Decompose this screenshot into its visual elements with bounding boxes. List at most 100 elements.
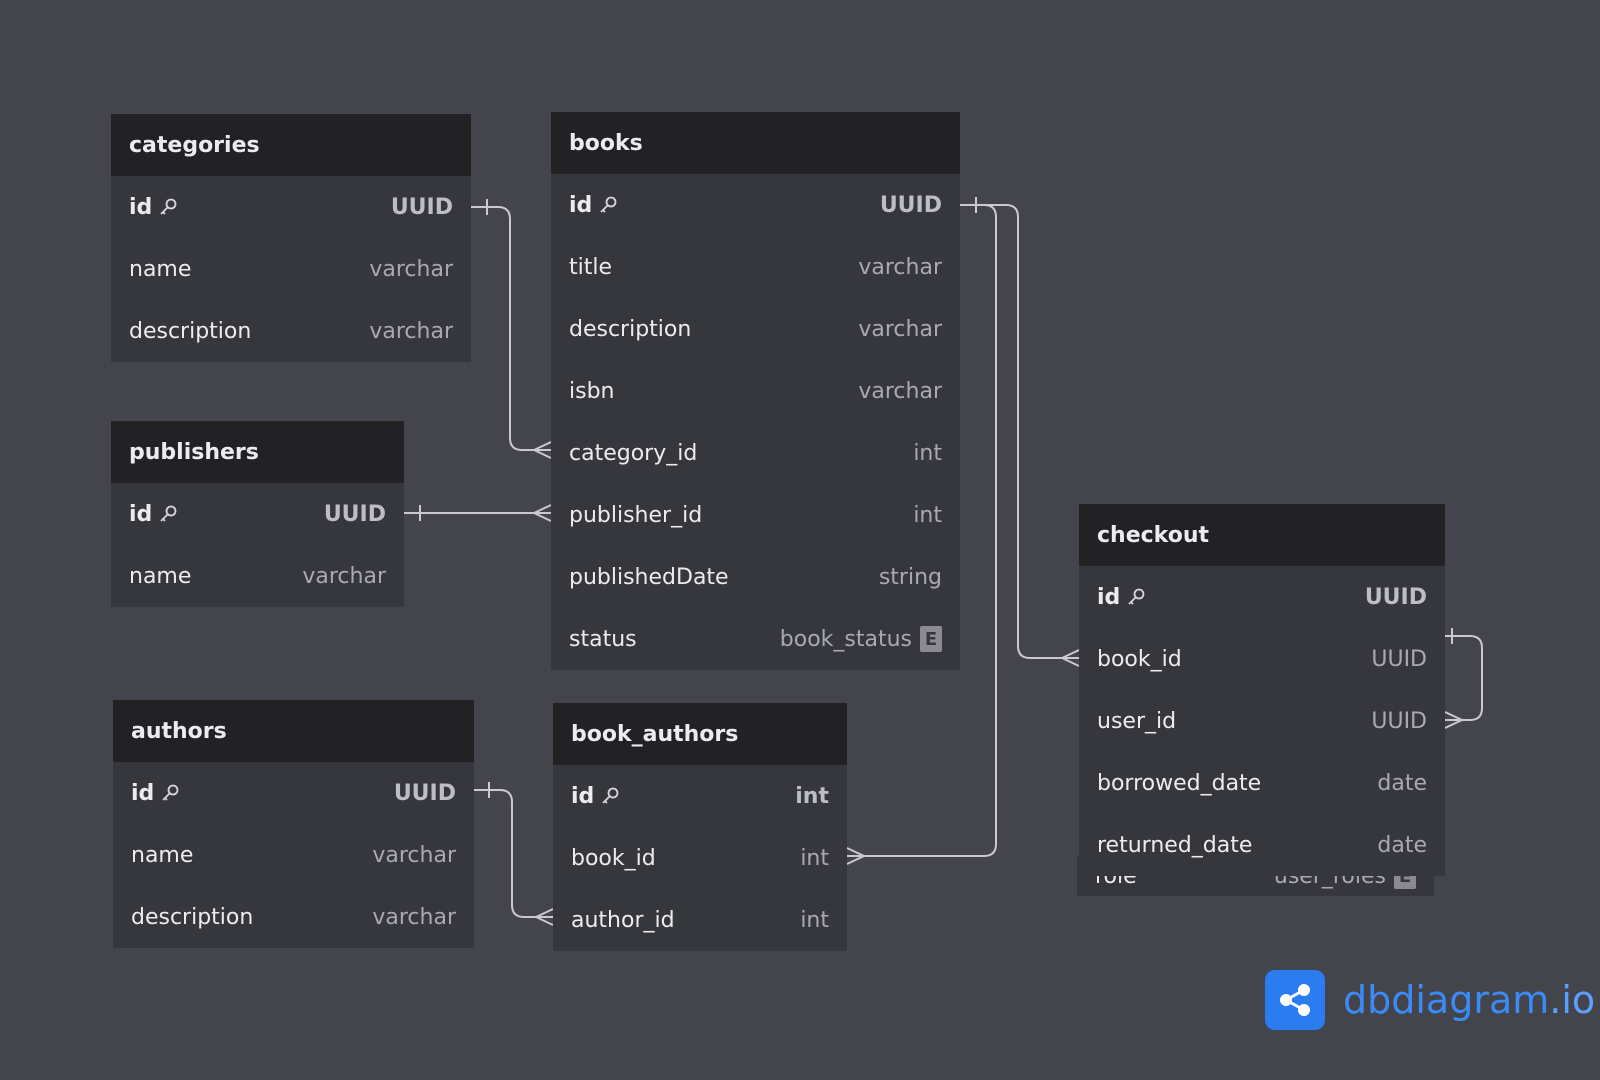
column-type-text: int bbox=[795, 783, 829, 809]
column-type-text: int bbox=[913, 502, 942, 528]
column-row-name[interactable]: name varchar bbox=[111, 238, 471, 300]
column-row-name[interactable]: name varchar bbox=[113, 824, 474, 886]
column-name: id bbox=[131, 781, 180, 806]
column-type-text: varchar bbox=[369, 318, 453, 344]
column-type: date bbox=[1377, 771, 1427, 796]
column-row-book-id[interactable]: book_id UUID bbox=[1079, 628, 1445, 690]
column-type: varchar bbox=[372, 905, 456, 930]
column-type-text: book_status bbox=[779, 626, 912, 652]
column-type-text: UUID bbox=[1371, 646, 1427, 672]
column-type: varchar bbox=[372, 843, 456, 868]
column-type-text: varchar bbox=[369, 256, 453, 282]
column-name: category_id bbox=[569, 441, 697, 466]
column-name: id bbox=[129, 502, 178, 527]
column-type: UUID bbox=[324, 502, 386, 527]
brand-name-suffix: .io bbox=[1549, 978, 1596, 1022]
column-name: description bbox=[131, 905, 253, 930]
link-checkout-users bbox=[1445, 635, 1483, 721]
many-marker bbox=[1444, 711, 1465, 729]
column-type: varchar bbox=[369, 257, 453, 282]
column-name: isbn bbox=[569, 379, 614, 404]
share-icon bbox=[1265, 970, 1325, 1030]
brand-logo[interactable]: dbdiagram.io bbox=[1265, 970, 1595, 1030]
column-row-id[interactable]: id UUID bbox=[111, 176, 471, 238]
column-name: book_id bbox=[1097, 647, 1182, 672]
brand-name-main: dbdiagram bbox=[1343, 978, 1550, 1022]
column-type: varchar bbox=[302, 564, 386, 589]
column-row-id[interactable]: id UUID bbox=[551, 174, 960, 236]
table-authors[interactable]: authors id UUID name varchar description varch… bbox=[113, 700, 474, 948]
column-name: id bbox=[1097, 585, 1146, 610]
column-row-description[interactable]: description varchar bbox=[111, 300, 471, 362]
column-name-text: returned_date bbox=[1097, 832, 1253, 858]
column-name-text: id bbox=[129, 194, 153, 220]
column-name: id bbox=[571, 784, 620, 809]
column-type-text: UUID bbox=[393, 780, 456, 806]
column-type-text: int bbox=[800, 907, 829, 933]
column-row-author-id[interactable]: author_id int bbox=[553, 889, 847, 951]
table-header[interactable]: publishers bbox=[111, 421, 404, 483]
table-header[interactable]: checkout bbox=[1079, 504, 1445, 566]
column-row-id[interactable]: id int bbox=[553, 765, 847, 827]
column-row-id[interactable]: id UUID bbox=[111, 483, 404, 545]
primary-key-icon bbox=[598, 195, 618, 215]
column-row-borrowed-date[interactable]: borrowed_date date bbox=[1079, 752, 1445, 814]
column-row-description[interactable]: description varchar bbox=[113, 886, 474, 948]
column-row-id[interactable]: id UUID bbox=[1079, 566, 1445, 628]
column-name-text: name bbox=[131, 842, 194, 868]
column-type: int bbox=[913, 441, 942, 466]
link-books-checkout bbox=[960, 204, 1079, 659]
many-marker bbox=[533, 441, 552, 459]
column-type: int bbox=[913, 503, 942, 528]
column-name-text: user_id bbox=[1097, 708, 1177, 734]
many-marker bbox=[846, 847, 867, 865]
primary-key-icon bbox=[600, 786, 620, 806]
brand-name: dbdiagram.io bbox=[1343, 978, 1595, 1022]
column-type: UUID bbox=[391, 195, 453, 220]
column-name: author_id bbox=[571, 908, 675, 933]
column-type-text: date bbox=[1377, 770, 1427, 796]
table-categories[interactable]: categories id UUID name varchar description va… bbox=[111, 114, 471, 362]
column-row-isbn[interactable]: isbn varchar bbox=[551, 360, 960, 422]
column-name-text: category_id bbox=[569, 440, 698, 466]
table-header[interactable]: categories bbox=[111, 114, 471, 176]
column-type-text: varchar bbox=[858, 316, 942, 342]
column-name-text: id bbox=[129, 501, 153, 527]
column-name: name bbox=[131, 843, 193, 868]
many-marker bbox=[535, 908, 554, 926]
column-type-text: UUID bbox=[390, 194, 453, 220]
column-type-text: int bbox=[913, 440, 942, 466]
table-header[interactable]: books bbox=[551, 112, 960, 174]
column-name: borrowed_date bbox=[1097, 771, 1261, 796]
column-type: UUID bbox=[394, 781, 456, 806]
column-row-id[interactable]: id UUID bbox=[113, 762, 474, 824]
column-name-text: author_id bbox=[571, 907, 675, 933]
link-authors-bookauthors bbox=[474, 789, 553, 918]
column-name-text: borrowed_date bbox=[1097, 770, 1262, 796]
column-type: UUID bbox=[880, 193, 942, 218]
table-header[interactable]: book_authors bbox=[553, 703, 847, 765]
table-header[interactable]: authors bbox=[113, 700, 474, 762]
column-name-text: id bbox=[569, 192, 593, 218]
column-name: description bbox=[129, 319, 251, 344]
column-type-text: varchar bbox=[858, 378, 942, 404]
column-name: returned_date bbox=[1097, 833, 1252, 858]
column-row-category-id[interactable]: category_id int bbox=[551, 422, 960, 484]
column-type: UUID bbox=[1365, 585, 1427, 610]
column-name-text: name bbox=[129, 256, 192, 282]
column-name-text: id bbox=[131, 780, 155, 806]
